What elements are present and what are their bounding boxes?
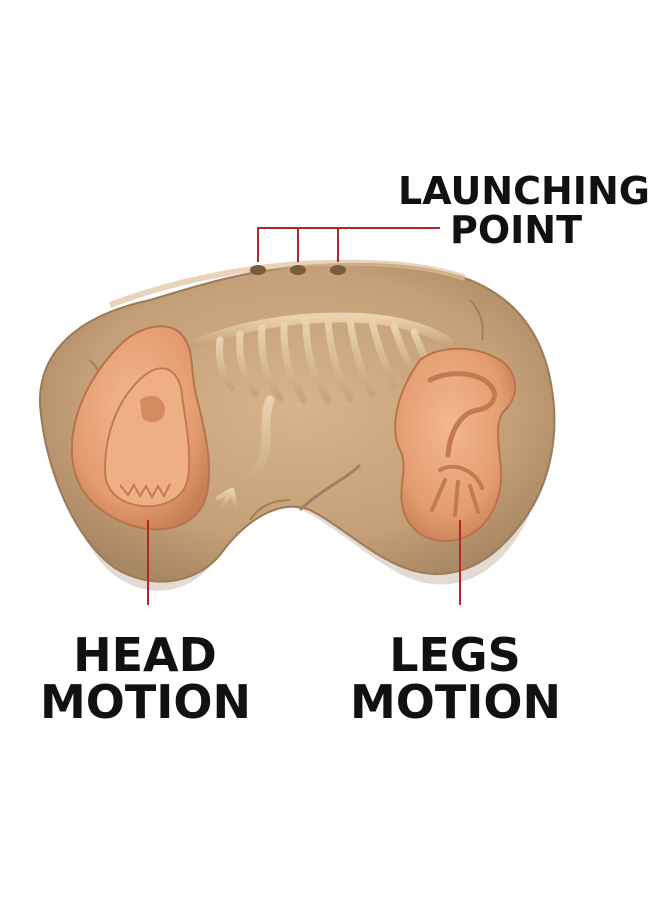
- skeleton-spine: [190, 312, 453, 350]
- head-line-1: HEAD: [73, 628, 217, 682]
- stone-top-edge: [108, 259, 467, 308]
- launch-hole: [290, 265, 306, 275]
- leg-bone-relief: [427, 371, 497, 458]
- launch-callout-lines: [257, 227, 440, 262]
- launching-line-1: LAUNCHING: [398, 169, 650, 213]
- head-line-2: MOTION: [40, 674, 251, 729]
- skull-relief: [103, 367, 191, 508]
- launch-hole: [250, 265, 266, 275]
- skull-teeth: [119, 482, 171, 500]
- launching-line-2: POINT: [449, 207, 583, 252]
- legs-line-2: MOTION: [350, 674, 561, 729]
- head-motion-label: HEAD MOTION: [40, 628, 251, 729]
- stone-crack: [249, 499, 291, 521]
- skeleton-leg: [227, 395, 275, 495]
- skeleton-foot: [215, 487, 239, 511]
- skull-eye: [140, 395, 165, 423]
- launching-point-label: LAUNCHING POINT: [398, 169, 650, 252]
- legs-line-1: LEGS: [389, 628, 521, 682]
- stone-crack: [298, 463, 362, 512]
- legs-pad: [394, 347, 517, 543]
- stone-crack: [469, 299, 484, 341]
- foot-relief: [430, 464, 484, 517]
- legs-motion-label: LEGS MOTION: [350, 628, 561, 729]
- launch-hole: [330, 265, 346, 275]
